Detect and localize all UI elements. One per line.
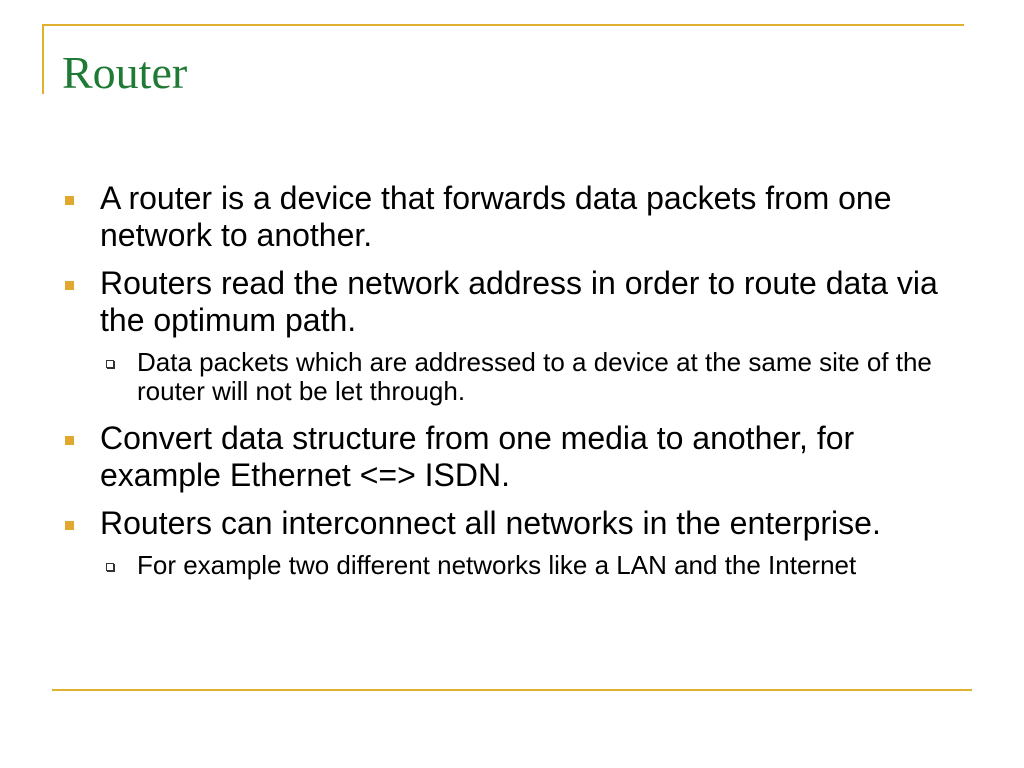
square-bullet-icon [65,281,74,290]
sub-bullet-item: For example two different networks like … [62,551,962,580]
left-accent-rule [42,24,44,94]
bullet-item: Routers read the network address in orde… [62,265,962,339]
bullet-text: Convert data structure from one media to… [100,420,855,493]
square-bullet-icon [65,436,74,445]
hollow-square-bullet-icon [106,360,114,368]
bullet-item: Routers can interconnect all networks in… [62,505,962,542]
bullet-text: A router is a device that forwards data … [100,180,892,253]
bullet-item: A router is a device that forwards data … [62,180,962,254]
bullet-item: Convert data structure from one media to… [62,420,962,494]
square-bullet-icon [65,521,74,530]
top-accent-rule [42,24,964,26]
bottom-accent-rule [52,689,972,691]
square-bullet-icon [65,196,74,205]
sub-bullet-text: Data packets which are addressed to a de… [137,347,932,406]
sub-bullet-item: Data packets which are addressed to a de… [62,348,962,406]
bullet-text: Routers read the network address in orde… [100,265,938,338]
slide-title: Router [62,47,188,98]
bullet-list: A router is a device that forwards data … [62,180,962,594]
sub-bullet-text: For example two different networks like … [137,550,857,580]
hollow-square-bullet-icon [106,563,114,571]
bullet-text: Routers can interconnect all networks in… [100,505,881,541]
